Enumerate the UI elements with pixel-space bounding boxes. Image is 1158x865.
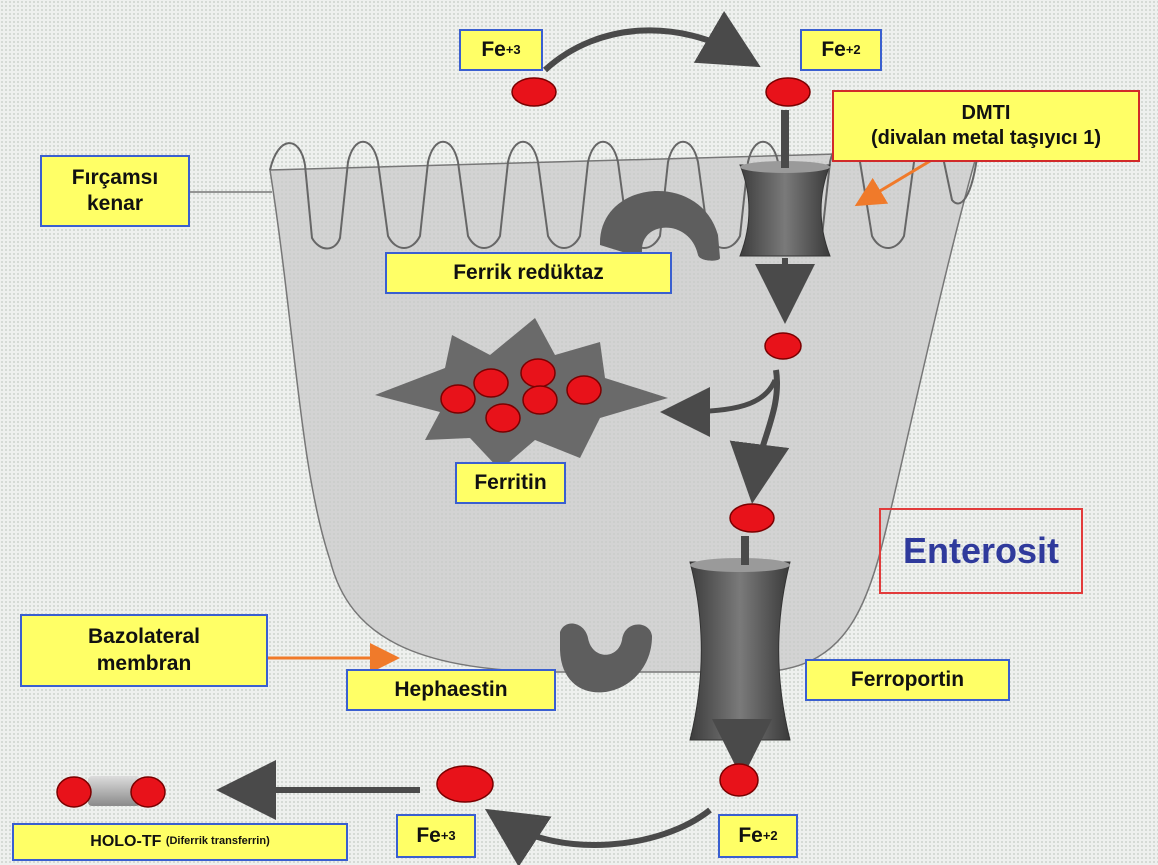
fe-base: Fe — [416, 823, 441, 849]
dmt1-channel — [740, 165, 830, 256]
arrow-fe2-to-fe3-bottom — [505, 810, 710, 845]
ferroportin-label: Ferroportin — [805, 659, 1010, 701]
fe-base: Fe — [821, 37, 846, 63]
holo-tf-label: HOLO-TF (Diferrik transferrin) — [12, 823, 348, 861]
iron-ion — [765, 333, 801, 359]
dmti-label: DMTI (divalan metal taşıyıcı 1) — [832, 90, 1140, 162]
fe-charge: +2 — [763, 828, 778, 844]
iron-ion — [720, 764, 758, 796]
bazolateral-line1: Bazolateral — [88, 624, 200, 650]
holo-tf-sub: (Diferrik transferrin) — [166, 835, 270, 849]
iron-ion — [730, 504, 774, 532]
fe-charge: +3 — [506, 42, 521, 58]
iron-ion — [441, 385, 475, 413]
bazolateral-membran-label: Bazolateral membran — [20, 614, 268, 687]
iron-ion — [131, 777, 165, 807]
fircamsi-line1: Fırçamsı — [72, 165, 158, 191]
fe-charge: +3 — [441, 828, 456, 844]
iron-ion — [512, 78, 556, 106]
arrow-fe3-to-fe2-top — [545, 30, 740, 70]
dmti-subtitle: (divalan metal taşıyıcı 1) — [871, 126, 1101, 151]
iron-ion — [766, 78, 810, 106]
iron-ion — [57, 777, 91, 807]
ferroportin-text: Ferroportin — [851, 667, 964, 693]
ferrik-reduktaz-text: Ferrik redüktaz — [453, 260, 604, 286]
iron-ion — [486, 404, 520, 432]
ferritin-label: Ferritin — [455, 462, 566, 504]
hephaestin-text: Hephaestin — [394, 677, 507, 703]
iron-ion — [474, 369, 508, 397]
enterosit-text: Enterosit — [903, 530, 1059, 572]
dmti-title: DMTI — [962, 101, 1011, 126]
fe3-bottom-label: Fe+3 — [396, 814, 476, 858]
fe2-top-label: Fe+2 — [800, 29, 882, 71]
fe-charge: +2 — [846, 42, 861, 58]
iron-ion — [521, 359, 555, 387]
ferritin-text: Ferritin — [474, 470, 546, 496]
fircamsi-line2: kenar — [87, 191, 143, 217]
ferroportin-channel — [690, 562, 790, 740]
holo-tf-main: HOLO-TF — [90, 832, 161, 852]
bazolateral-line2: membran — [97, 651, 192, 677]
enterosit-label: Enterosit — [879, 508, 1083, 594]
fe3-top-label: Fe+3 — [459, 29, 543, 71]
fe-base: Fe — [738, 823, 763, 849]
ferrik-reduktaz-label: Ferrik redüktaz — [385, 252, 672, 294]
iron-ion — [437, 766, 493, 802]
fe-base: Fe — [481, 37, 506, 63]
hephaestin-label: Hephaestin — [346, 669, 556, 711]
iron-ion — [523, 386, 557, 414]
fe2-bottom-label: Fe+2 — [718, 814, 798, 858]
iron-ion — [567, 376, 601, 404]
fircamsi-kenar-label: Fırçamsı kenar — [40, 155, 190, 227]
